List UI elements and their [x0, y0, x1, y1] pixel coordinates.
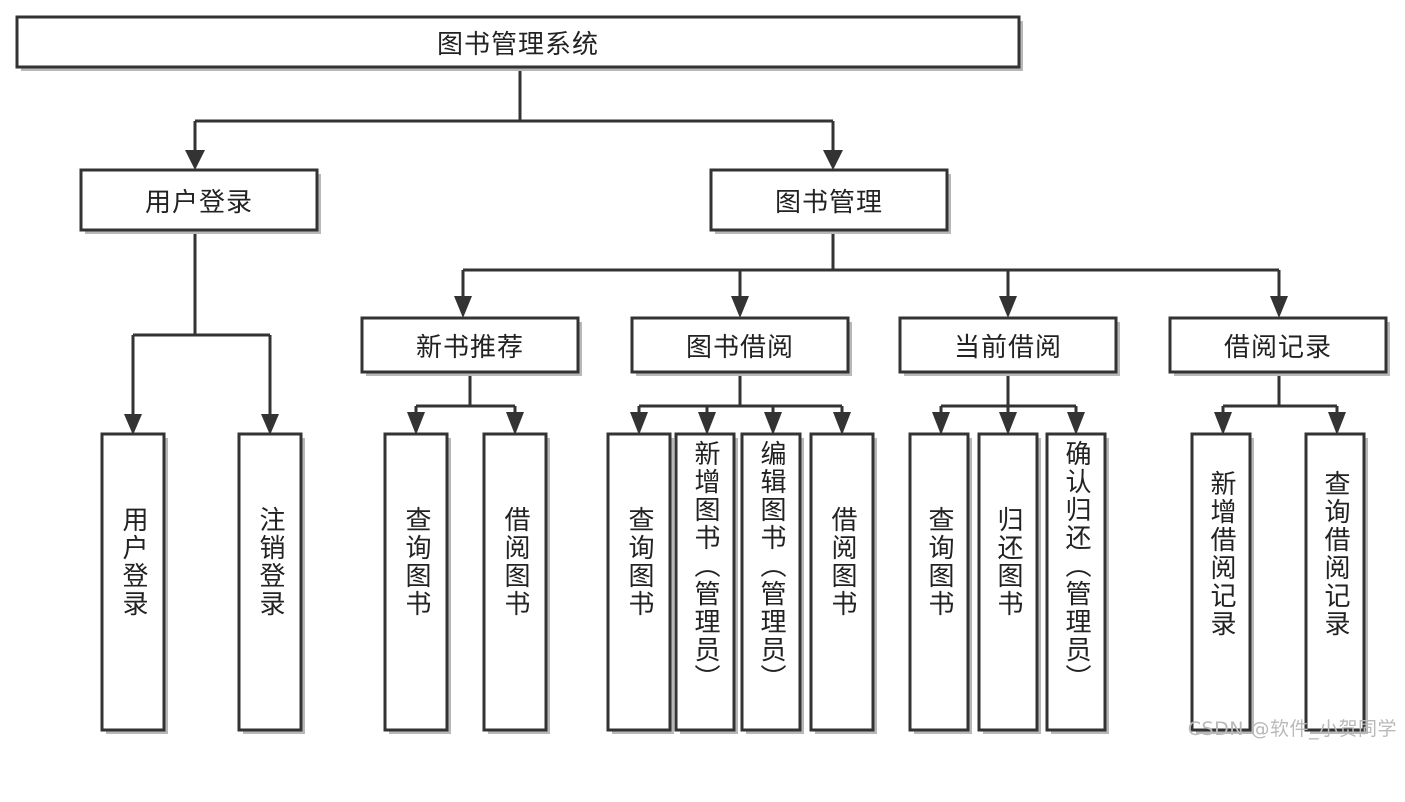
node-box-leaf-add-book[interactable]: [674, 432, 736, 732]
node-box-leaf-user-logout[interactable]: [237, 432, 303, 732]
node-box-leaf-query-record[interactable]: [1304, 432, 1366, 732]
arrow-head-book-borrow: [731, 296, 749, 318]
arrow-head-leaf-borrow-book-1: [506, 412, 524, 435]
node-box-new-book-rec[interactable]: [360, 316, 580, 374]
arrow-head-leaf-user-logout: [261, 414, 279, 435]
node-box-leaf-query-book-1[interactable]: [383, 432, 449, 732]
node-box-leaf-borrow-book-2[interactable]: [809, 432, 875, 732]
arrow-head-leaf-query-book-2: [630, 412, 648, 435]
arrow-head-leaf-add-record: [1214, 412, 1232, 435]
node-box-leaf-borrow-book-1[interactable]: [482, 432, 548, 732]
node-box-leaf-edit-book[interactable]: [740, 432, 802, 732]
node-box-book-manage[interactable]: [709, 168, 949, 232]
node-box-root[interactable]: [15, 15, 1021, 69]
nodes: [15, 15, 1390, 734]
arrow-head-leaf-query-book-3: [932, 412, 950, 435]
arrow-head-leaf-query-book-1: [407, 412, 425, 435]
node-box-leaf-return-book[interactable]: [977, 432, 1039, 732]
node-box-leaf-query-book-3[interactable]: [908, 432, 970, 732]
node-box-user-login[interactable]: [79, 168, 319, 232]
arrow-head-leaf-confirm-return: [1067, 412, 1085, 435]
connectors: [124, 68, 1346, 435]
arrow-head-leaf-add-book: [698, 412, 716, 435]
node-box-leaf-query-book-2[interactable]: [606, 432, 672, 732]
arrow-head-user-login: [185, 150, 205, 170]
arrow-head-leaf-return-book: [999, 412, 1017, 435]
arrow-head-leaf-borrow-book-2: [833, 412, 851, 435]
node-box-leaf-add-record[interactable]: [1190, 432, 1252, 732]
csdn-watermark: CSDN @软件_小贺同学: [1187, 718, 1397, 740]
org-chart-svg: [15, 15, 1390, 734]
node-box-book-borrow[interactable]: [630, 316, 850, 374]
arrow-head-current-borrow: [999, 296, 1017, 318]
node-box-leaf-confirm-return[interactable]: [1045, 432, 1107, 732]
arrow-head-borrow-record: [1270, 296, 1288, 318]
node-box-leaf-user-login[interactable]: [100, 432, 166, 732]
node-box-borrow-record[interactable]: [1168, 316, 1388, 374]
arrow-head-new-book-rec: [454, 296, 472, 318]
arrow-head-leaf-edit-book: [764, 412, 782, 435]
arrow-head-book-manage: [823, 150, 843, 170]
node-box-current-borrow[interactable]: [898, 316, 1118, 374]
arrow-head-leaf-user-login: [124, 414, 142, 435]
arrow-head-leaf-query-record: [1328, 412, 1346, 435]
